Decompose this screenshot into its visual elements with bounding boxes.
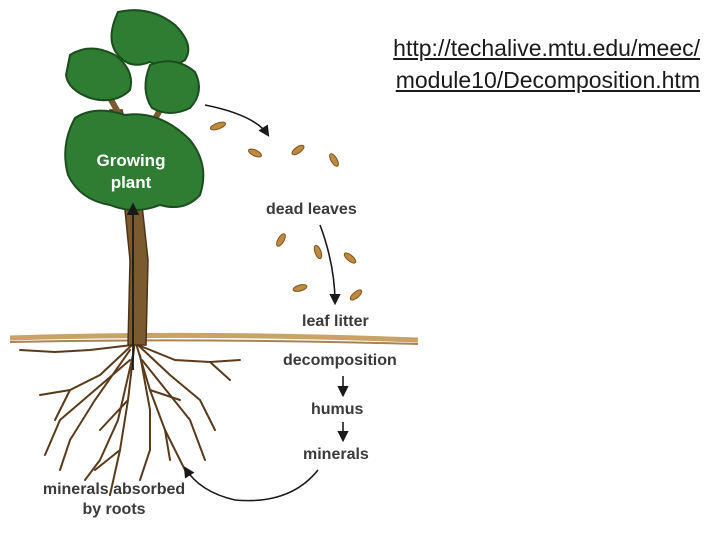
dead-leaves-arc-arrow: [204, 104, 270, 137]
growing-plant-label-line2: plant: [111, 173, 152, 192]
dead-leaves-label: dead leaves: [266, 201, 357, 218]
humus-label: humus: [311, 401, 364, 418]
falling-leaves: [209, 121, 363, 301]
minerals-to-roots-arrow: [183, 466, 319, 502]
growing-plant-label-line1: Growing: [97, 151, 166, 170]
source-url[interactable]: http://techalive.mtu.edu/meec/ module10/…: [300, 32, 700, 96]
minerals-label: minerals: [303, 446, 369, 463]
source-url-line1: http://techalive.mtu.edu/meec/: [393, 35, 700, 61]
roots: [19, 339, 241, 496]
leaf-litter-label: leaf litter: [302, 313, 369, 330]
foliage: [64, 9, 205, 211]
decomposition-label: decomposition: [283, 352, 397, 369]
source-url-link[interactable]: http://techalive.mtu.edu/meec/ module10/…: [300, 32, 700, 96]
source-url-line2: module10/Decomposition.htm: [395, 67, 700, 93]
minerals-absorbed-label-line2: by roots: [82, 501, 145, 518]
minerals-absorbed-label-line1: minerals absorbed: [43, 481, 185, 498]
leaf-litter-layer: [9, 332, 419, 345]
leaves-to-litter-arrow: [319, 224, 341, 306]
